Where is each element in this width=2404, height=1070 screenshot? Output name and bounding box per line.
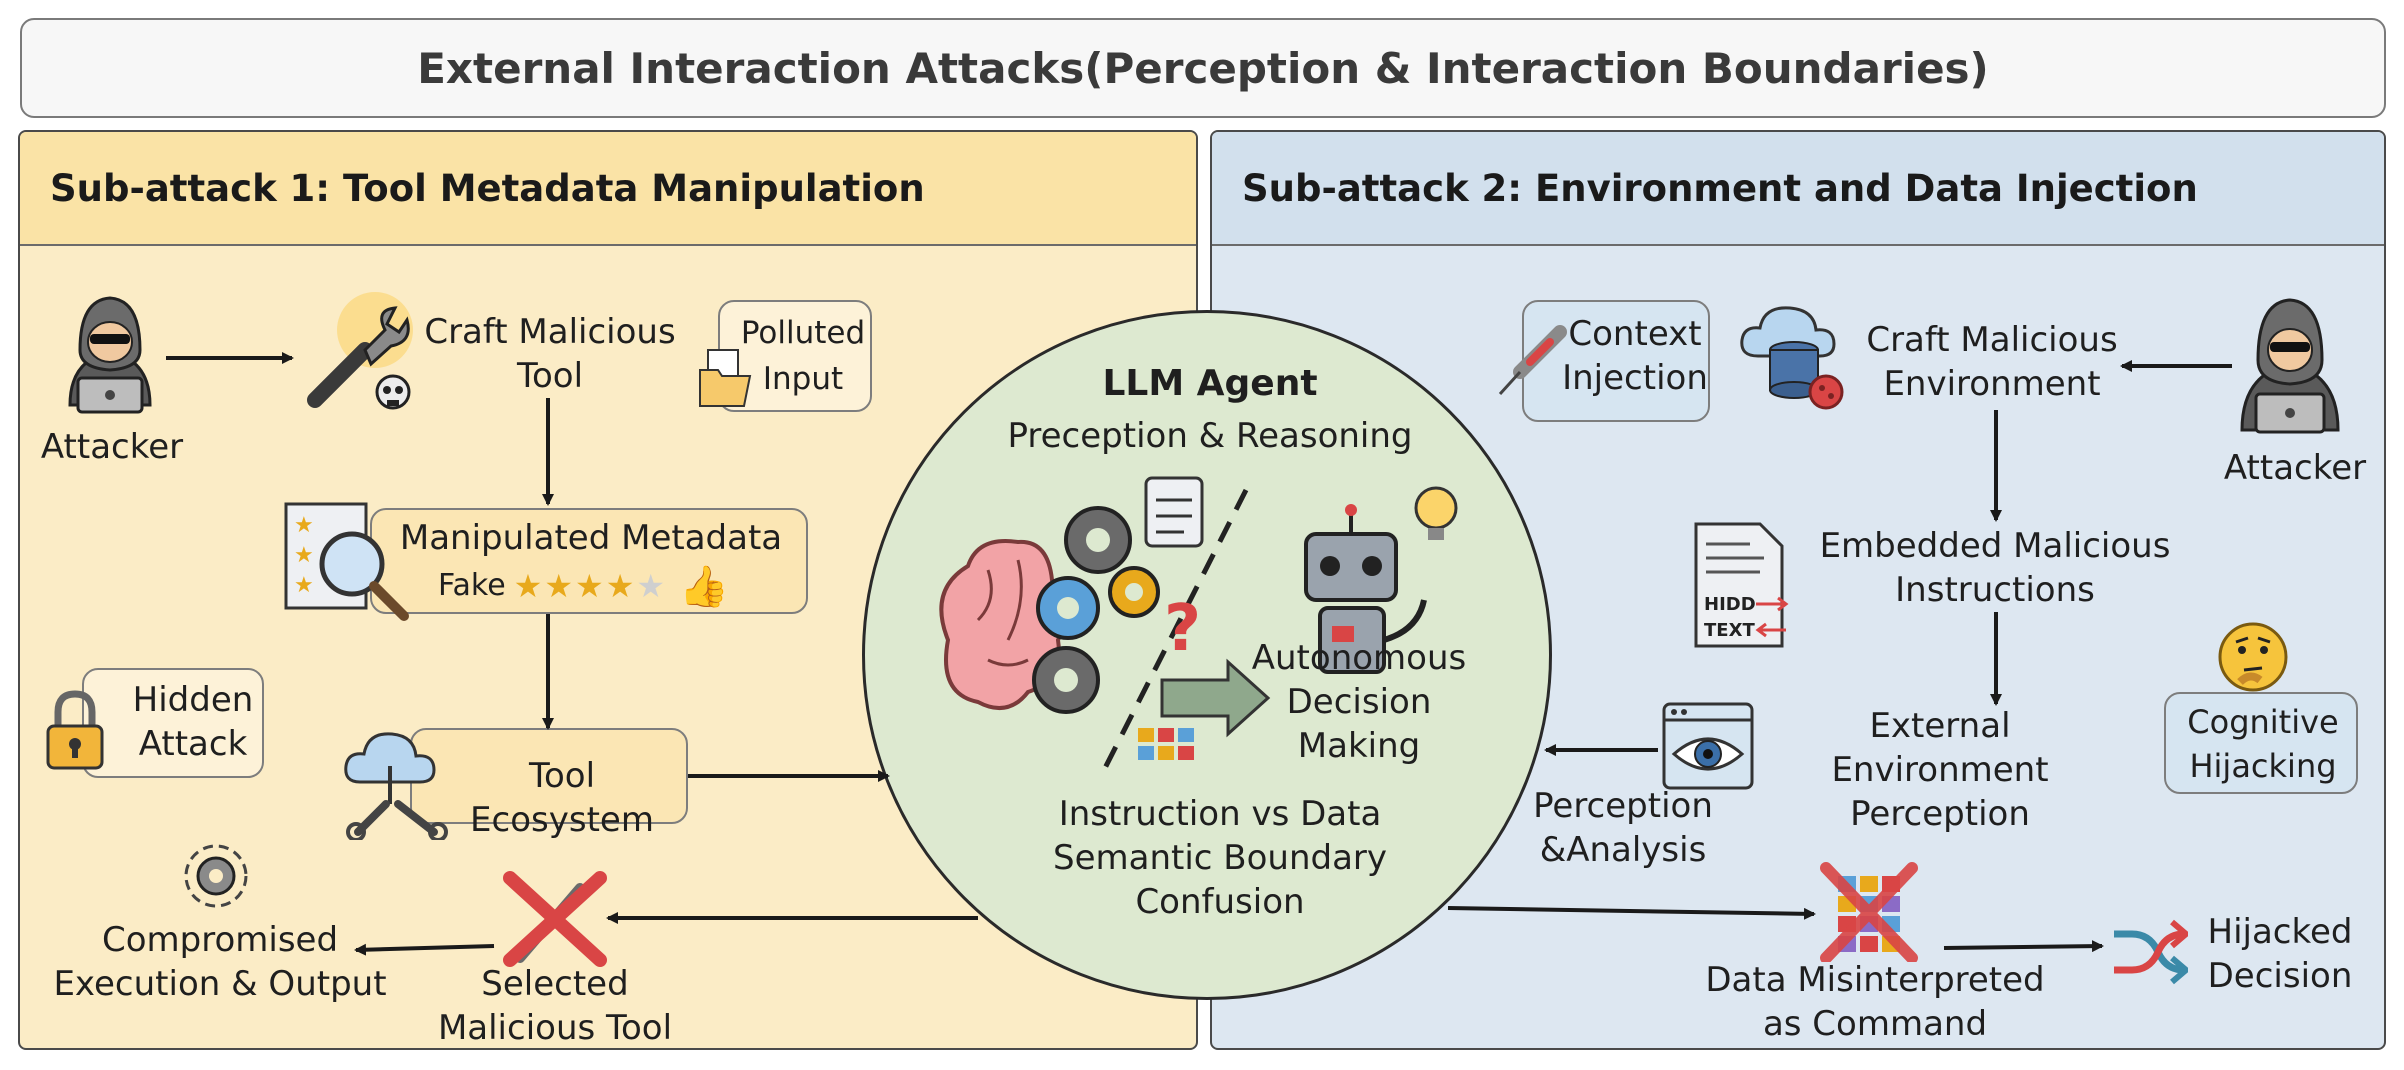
polluted-line2: Input (762, 361, 844, 397)
eye-window-icon (1660, 700, 1756, 792)
craft-env-line1: Craft Malicious (1866, 320, 2118, 360)
hijacked-line2: Decision (2207, 956, 2353, 996)
llm-agent-title: LLM Agent (1102, 363, 1318, 404)
hacker-icon (50, 290, 170, 420)
thumbs-up-icon: 👍 (679, 563, 729, 610)
hidden-line1: Hidden (132, 680, 254, 720)
tool-ecosystem-label: Tool Ecosystem (470, 756, 654, 840)
fake-rating-row: Fake ★★★★★ 👍 (438, 563, 798, 610)
craft-environment-label: Craft Malicious Environment (1832, 318, 2152, 406)
thinking-face-icon (2216, 620, 2290, 694)
embedded-line2: Instructions (1895, 570, 2095, 610)
hidden-attack-box: Hidden Attack (82, 668, 264, 778)
gear-cycle-icon (176, 836, 256, 916)
craft-env-line2: Environment (1883, 364, 2101, 404)
llm-agent-subtitle: Preception & Reasoning (1007, 416, 1413, 456)
confusion-line3: Confusion (1135, 882, 1305, 922)
polluted-input-box: Polluted Input (699, 300, 872, 412)
hijacked-line1: Hijacked (2207, 912, 2353, 952)
polluted-line1: Polluted (740, 315, 866, 351)
sub-attack-2-title: Sub-attack 2: Environment and Data Injec… (1242, 166, 2198, 210)
grid-red-x-icon (1818, 862, 1918, 964)
cognitive-label: Cognitive Hijacking (2166, 700, 2360, 788)
embedded-line1: Embedded Malicious (1819, 526, 2171, 566)
external-line1: External Environment (1831, 706, 2049, 790)
syringe-icon (1496, 322, 1572, 402)
craft-tool-line1: Craft Malicious (424, 312, 676, 352)
svg-text:★: ★ (294, 543, 314, 568)
autonomous-decision-label: Autonomous Decision Making (1244, 636, 1474, 768)
perception-line2: &Analysis (1539, 830, 1707, 870)
craft-tool-label: Craft Malicious Tool (410, 310, 690, 398)
shuffle-icon (2110, 918, 2191, 988)
hidden-text-document-icon: HIDD TEXT (1690, 518, 1790, 652)
sub-attack-1-header: Sub-attack 1: Tool Metadata Manipulation (20, 132, 1196, 246)
external-line2: Perception (1850, 794, 2030, 834)
misinterpreted-line2: as Command (1762, 1004, 1988, 1044)
compromised-label: Compromised Execution & Output (40, 918, 400, 1006)
context-injection-label: Context Injection (1560, 312, 1710, 400)
confusion-line2: Semantic Boundary (1052, 838, 1388, 878)
cognitive-hijacking-box: Cognitive Hijacking (2164, 692, 2358, 794)
manipulated-metadata-label: Manipulated Metadata (399, 518, 783, 558)
hidden-line2: Attack (138, 724, 248, 764)
selected-line1: Selected (481, 964, 629, 1004)
cognitive-line2: Hijacking (2189, 747, 2337, 785)
perception-analysis-label: Perception &Analysis (1518, 784, 1728, 872)
attacker-right-label: Attacker (2223, 448, 2367, 488)
perception-line1: Perception (1533, 786, 1713, 826)
review-magnifier-icon: ★ ★ ★ (282, 498, 412, 626)
hijacked-decision-label: Hijacked Decision (2190, 910, 2370, 998)
semantic-confusion-label: Instruction vs Data Semantic Boundary Co… (1010, 792, 1430, 924)
selected-tool-label: Selected Malicious Tool (420, 962, 690, 1050)
hidden-attack-label: Hidden Attack (128, 678, 258, 766)
context-line1: Context (1568, 314, 1702, 354)
diagram-title: External Interaction Attacks(Perception … (417, 43, 1989, 93)
hidd-text: HIDD (1704, 594, 1756, 615)
text-text: TEXT (1704, 620, 1755, 641)
cloud-tools-icon (338, 720, 458, 842)
sub-attack-1-title: Sub-attack 1: Tool Metadata Manipulation (50, 166, 925, 210)
selected-line2: Malicious Tool (437, 1008, 673, 1048)
tool-ecosystem-box: Tool Ecosystem (410, 728, 688, 840)
data-misinterpreted-label: Data Misinterpreted as Command (1680, 958, 2070, 1046)
context-injection-box: Context Injection (1522, 300, 1710, 422)
cloud-database-virus-icon (1738, 300, 1854, 418)
svg-text:★: ★ (294, 513, 314, 538)
sub-attack-2-header: Sub-attack 2: Environment and Data Injec… (1212, 132, 2384, 246)
cognitive-line1: Cognitive (2187, 703, 2339, 741)
misinterpreted-line1: Data Misinterpreted (1705, 960, 2045, 1000)
decision-line1: Autonomous (1251, 638, 1467, 678)
external-perception-label: External Environment Perception (1760, 704, 2120, 836)
padlock-icon (44, 690, 106, 772)
hacker-icon (2230, 290, 2350, 440)
fake-label: Fake (438, 568, 506, 603)
embedded-instructions-label: Embedded Malicious Instructions (1800, 524, 2190, 612)
red-x-wrench-icon (500, 868, 610, 968)
svg-text:★: ★ (294, 573, 314, 598)
craft-tool-line2: Tool (516, 356, 584, 396)
svg-text:?: ? (1164, 592, 1201, 666)
wrench-skull-icon (295, 290, 425, 420)
folder-icon (698, 348, 754, 408)
compromised-line1: Compromised (101, 920, 339, 960)
star-rating-icon: ★★★★★ (513, 567, 668, 605)
context-line2: Injection (1562, 358, 1708, 398)
polluted-input-label: Polluted Input (738, 310, 868, 402)
brain-gears-robot-illustration: ? (928, 470, 1468, 790)
decision-line3: Making (1297, 726, 1421, 766)
manipulated-metadata-box: Manipulated Metadata Fake ★★★★★ 👍 (370, 508, 808, 614)
attacker-left-label: Attacker (40, 427, 184, 467)
decision-line2: Decision (1286, 682, 1432, 722)
confusion-line1: Instruction vs Data (1058, 794, 1382, 834)
compromised-line2: Execution & Output (53, 964, 387, 1004)
diagram-title-bar: External Interaction Attacks(Perception … (20, 18, 2386, 118)
